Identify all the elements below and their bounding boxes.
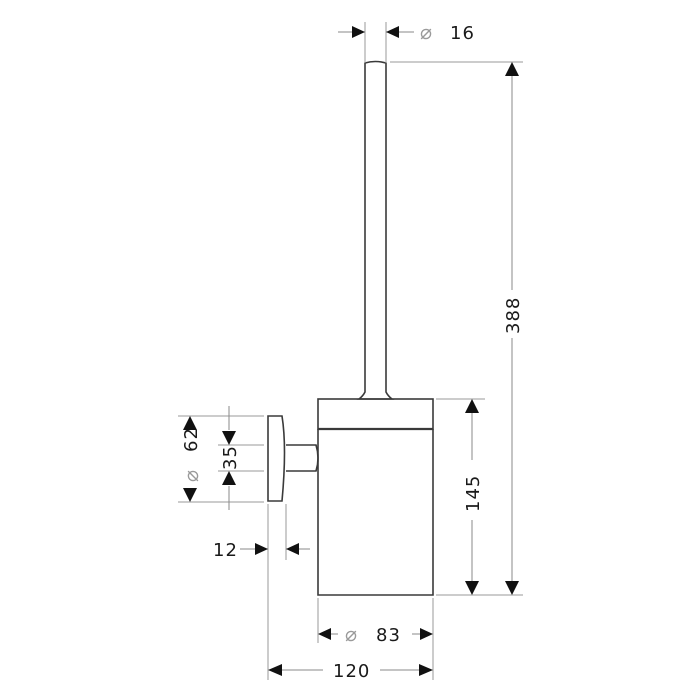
wall-arm <box>286 444 319 472</box>
dimension-container-diameter: ⌀ 83 <box>318 622 433 646</box>
diameter-symbol: ⌀ <box>179 470 203 482</box>
rosette-diameter-value: 62 <box>181 427 202 452</box>
overall-height-value: 388 <box>503 297 524 334</box>
dimension-arm-height: 35 <box>220 406 241 510</box>
dimension-rosette-diameter: 62 ⌀ <box>179 416 203 502</box>
overall-depth-value: 120 <box>333 661 370 682</box>
container-height-value: 145 <box>463 475 484 512</box>
wall-rosette <box>267 415 286 502</box>
arm-height-value: 35 <box>220 445 241 470</box>
container-diameter-value: 83 <box>376 625 401 646</box>
dimension-container-height: 145 <box>463 399 484 595</box>
dimension-overall-height: 388 <box>503 62 524 595</box>
container-lid <box>317 398 434 430</box>
brush-handle <box>356 60 395 400</box>
dimension-rosette-depth: 12 <box>213 540 310 561</box>
dimension-handle-diameter: ⌀ 16 <box>338 20 475 44</box>
diameter-symbol: ⌀ <box>420 20 432 44</box>
extension-lines <box>178 22 523 680</box>
brush-holder-object <box>267 60 434 596</box>
dimension-overall-depth: 120 <box>268 661 433 682</box>
handle-diameter-value: 16 <box>450 23 475 44</box>
rosette-depth-value: 12 <box>213 540 238 561</box>
diameter-symbol: ⌀ <box>345 622 357 646</box>
container-body <box>317 429 434 596</box>
